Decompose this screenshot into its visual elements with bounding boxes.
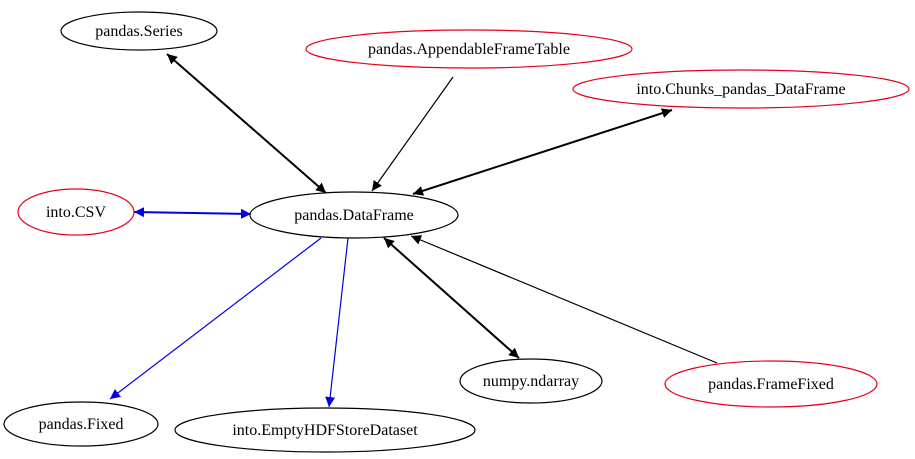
edge-pandas-dataframe-to-pandas-fixed [109,237,322,400]
node-pandas-fixed-shape [3,401,159,447]
node-chunks-pandas-dataframe-shape [572,69,910,109]
edge-layer [109,53,718,408]
edge-chunks-pandas-dataframe-to-pandas-dataframe [412,108,673,196]
node-appendable-frame-table-shape [305,29,633,69]
node-empty-hdfstore-dataset: into.EmptyHDFStoreDataset [174,407,476,453]
node-pandas-dataframe-shape [249,191,459,239]
node-pandas-series-shape [60,11,218,51]
node-chunks-pandas-dataframe-label: into.Chunks_pandas_DataFrame [636,81,845,98]
node-frame-fixed-shape [664,360,878,408]
node-pandas-fixed-label: pandas.Fixed [39,416,124,433]
node-pandas-fixed: pandas.Fixed [3,401,159,447]
edge-pandas-dataframe-to-numpy-ndarray [383,237,520,359]
edge-frame-fixed-to-pandas-dataframe [410,235,718,364]
node-pandas-dataframe-label: pandas.DataFrame [294,207,414,224]
node-into-csv-shape [17,188,135,236]
node-numpy-ndarray-shape [459,358,603,404]
node-appendable-frame-table-label: pandas.AppendableFrameTable [368,41,570,58]
node-pandas-series-label: pandas.Series [95,23,183,40]
node-layer: pandas.Series pandas.AppendableFrameTabl… [3,11,910,453]
node-numpy-ndarray: numpy.ndarray [459,358,603,404]
node-empty-hdfstore-dataset-label: into.EmptyHDFStoreDataset [232,422,418,439]
node-into-csv: into.CSV [17,188,135,236]
edge-pandas-dataframe-to-empty-hdfstore-dataset [325,237,349,408]
node-frame-fixed: pandas.FrameFixed [664,360,878,408]
node-into-csv-label: into.CSV [46,204,106,221]
node-appendable-frame-table: pandas.AppendableFrameTable [305,29,633,69]
node-frame-fixed-label: pandas.FrameFixed [708,376,834,393]
edge-pandas-series-to-pandas-dataframe [166,53,327,194]
node-pandas-series: pandas.Series [60,11,218,51]
node-empty-hdfstore-dataset-shape [174,407,476,453]
node-chunks-pandas-dataframe: into.Chunks_pandas_DataFrame [572,69,910,109]
node-numpy-ndarray-label: numpy.ndarray [483,373,579,390]
node-pandas-dataframe: pandas.DataFrame [249,191,459,239]
edge-into-csv-to-pandas-dataframe [133,207,252,219]
edge-appendable-frame-table-to-pandas-dataframe [371,76,454,192]
